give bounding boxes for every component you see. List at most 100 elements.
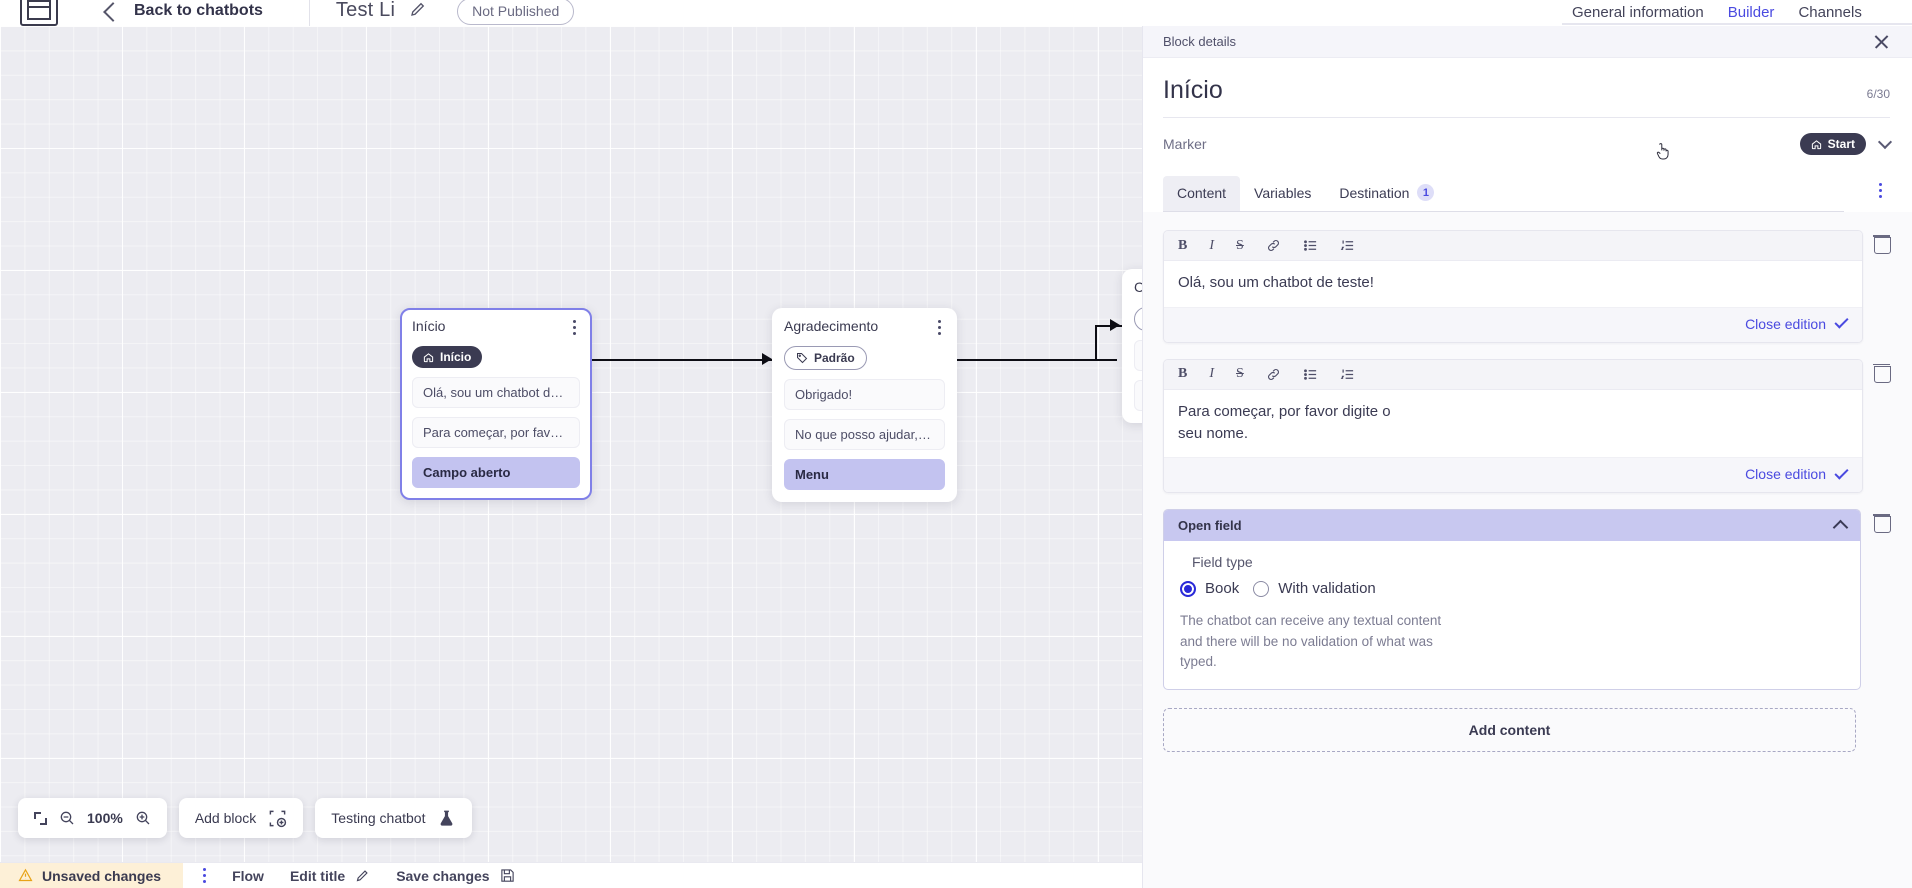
trash-icon[interactable]: [1873, 362, 1891, 383]
flow-label: Flow: [232, 867, 264, 884]
check-icon[interactable]: [1834, 314, 1849, 329]
strikethrough-icon[interactable]: S: [1236, 237, 1244, 253]
editor-footer: Close edition: [1164, 457, 1862, 493]
node-row[interactable]: No que posso ajudar, <? $name ...: [784, 419, 945, 450]
editor-toolbar: B I S: [1164, 231, 1862, 261]
radio-icon[interactable]: [1253, 580, 1270, 597]
fit-screen-icon[interactable]: [34, 811, 47, 825]
marker-label: Marker: [1163, 136, 1207, 152]
content-editor-block: B I S Para começa: [1163, 358, 1891, 494]
node-row[interactable]: Campo aberto: [412, 457, 580, 488]
link-icon[interactable]: [1266, 367, 1281, 382]
add-content-button[interactable]: Add content: [1163, 708, 1856, 752]
node-marker-label: Início: [440, 350, 472, 364]
tab-destination[interactable]: Destination 1: [1325, 175, 1448, 211]
numbered-list-icon[interactable]: [1340, 238, 1355, 253]
zoom-controls[interactable]: 100%: [18, 798, 167, 838]
trash-icon[interactable]: [1873, 233, 1891, 254]
pencil-icon[interactable]: [409, 0, 427, 23]
italic-icon[interactable]: I: [1209, 366, 1215, 382]
save-changes-button[interactable]: Save changes: [396, 868, 514, 884]
tab-content-label: Content: [1177, 184, 1227, 201]
close-icon[interactable]: [1873, 33, 1890, 50]
bulleted-list-icon[interactable]: [1303, 238, 1318, 253]
link-icon[interactable]: [1266, 238, 1281, 253]
node-header: Início: [412, 318, 580, 337]
edit-title-button[interactable]: Edit title: [290, 868, 370, 884]
open-field-description: The chatbot can receive any textual cont…: [1180, 613, 1442, 669]
flow-button[interactable]: Flow: [232, 868, 264, 884]
node-row[interactable]: Para começar, por favor digite o ...: [412, 417, 580, 448]
edit-title-label: Edit title: [289, 867, 346, 884]
panel-content-scroll[interactable]: B I S Olá, sou um: [1143, 212, 1912, 888]
canvas-toolbar: 100% Add block Testing chatbot: [18, 798, 473, 838]
bulleted-list-icon[interactable]: [1303, 367, 1318, 382]
kebab-menu-icon[interactable]: [203, 868, 207, 883]
node-row[interactable]: Menu: [784, 459, 945, 490]
warning-triangle-icon: [18, 868, 33, 882]
node-marker-badge: Padrão: [784, 346, 867, 370]
add-block-icon: [269, 810, 287, 827]
testing-chatbot-button[interactable]: Testing chatbot: [315, 798, 473, 838]
main-tabs: General information Builder Channels: [1562, 0, 1912, 26]
editor-text-value[interactable]: Para começar, por favor digite o seu nom…: [1178, 402, 1391, 442]
bold-icon[interactable]: B: [1178, 366, 1188, 382]
flow-node-agradecimento[interactable]: Agradecimento Padrão Obrigado! No que po…: [772, 308, 957, 502]
marker-control[interactable]: Start: [1799, 133, 1893, 155]
italic-icon[interactable]: I: [1209, 237, 1215, 253]
home-icon: [423, 352, 434, 362]
open-field-header[interactable]: Open field: [1164, 510, 1860, 542]
tab-channels[interactable]: Channels: [1798, 4, 1862, 21]
back-to-chatbots-link[interactable]: Back to chatbots: [134, 2, 263, 19]
chatbot-logo-icon[interactable]: [20, 0, 58, 26]
bold-icon[interactable]: B: [1178, 237, 1188, 253]
node-row[interactable]: Obrigado!: [784, 379, 945, 410]
marker-row: Marker Start: [1163, 133, 1893, 155]
flask-icon: [441, 810, 453, 826]
chevron-down-icon[interactable]: [1877, 134, 1893, 149]
block-details-panel: Block details Início 6/30 Marker Start: [1142, 26, 1912, 888]
close-edition-button[interactable]: Close edition: [1745, 315, 1826, 332]
check-icon[interactable]: [1834, 465, 1849, 480]
strikethrough-icon[interactable]: S: [1236, 366, 1244, 382]
tag-icon: [797, 353, 808, 364]
add-block-button[interactable]: Add block: [178, 798, 304, 838]
field-type-label: Field type: [1192, 554, 1253, 571]
tab-content[interactable]: Content: [1163, 175, 1241, 211]
zoom-out-icon: [60, 811, 74, 825]
numbered-list-icon[interactable]: [1340, 367, 1355, 382]
page-title: Início: [1163, 76, 1223, 104]
field-type-radio-group: Book With validation: [1180, 580, 1844, 597]
radio-option-with-validation[interactable]: With validation: [1253, 580, 1376, 597]
rich-text-editor[interactable]: B I S Olá, sou um: [1163, 230, 1863, 343]
trash-icon[interactable]: [1873, 512, 1891, 534]
chevron-up-icon[interactable]: [1832, 519, 1849, 536]
marker-value: Start: [1827, 137, 1855, 151]
tab-destination-label: Destination: [1339, 184, 1410, 201]
chevron-left-icon[interactable]: [103, 2, 123, 22]
zoom-in-icon: [136, 811, 150, 825]
close-edition-button[interactable]: Close edition: [1745, 466, 1826, 483]
block-name-row: Início 6/30: [1163, 76, 1890, 105]
kebab-menu-icon[interactable]: [1879, 183, 1882, 198]
editor-text-value[interactable]: Olá, sou um chatbot de teste!: [1178, 274, 1374, 291]
rich-text-editor[interactable]: B I S Para começa: [1163, 358, 1863, 494]
node-header: Agradecimento: [784, 318, 945, 337]
flow-node-inicio[interactable]: Início Início Olá, sou um chatbot de tes…: [400, 308, 592, 500]
radio-option-book[interactable]: Book: [1180, 580, 1239, 597]
marker-badge[interactable]: Start: [1799, 133, 1866, 155]
kebab-menu-icon[interactable]: [934, 318, 945, 337]
tab-general-information[interactable]: General information: [1572, 4, 1704, 21]
node-row[interactable]: Olá, sou um chatbot de teste!: [412, 377, 580, 408]
node-title: Início: [412, 318, 446, 334]
radio-label: With validation: [1278, 580, 1376, 598]
open-field-card[interactable]: Open field Field type Book Wi: [1163, 509, 1861, 690]
tab-variables[interactable]: Variables: [1240, 176, 1325, 211]
radio-icon[interactable]: [1180, 580, 1196, 597]
node-marker-label: Padrão: [814, 351, 855, 365]
kebab-menu-icon[interactable]: [569, 318, 580, 337]
zoom-level: 100%: [87, 810, 123, 826]
panel-tabs: Content Variables Destination 1: [1163, 175, 1890, 211]
tab-builder[interactable]: Builder: [1728, 2, 1775, 26]
node-marker-badge: Início: [412, 346, 483, 368]
